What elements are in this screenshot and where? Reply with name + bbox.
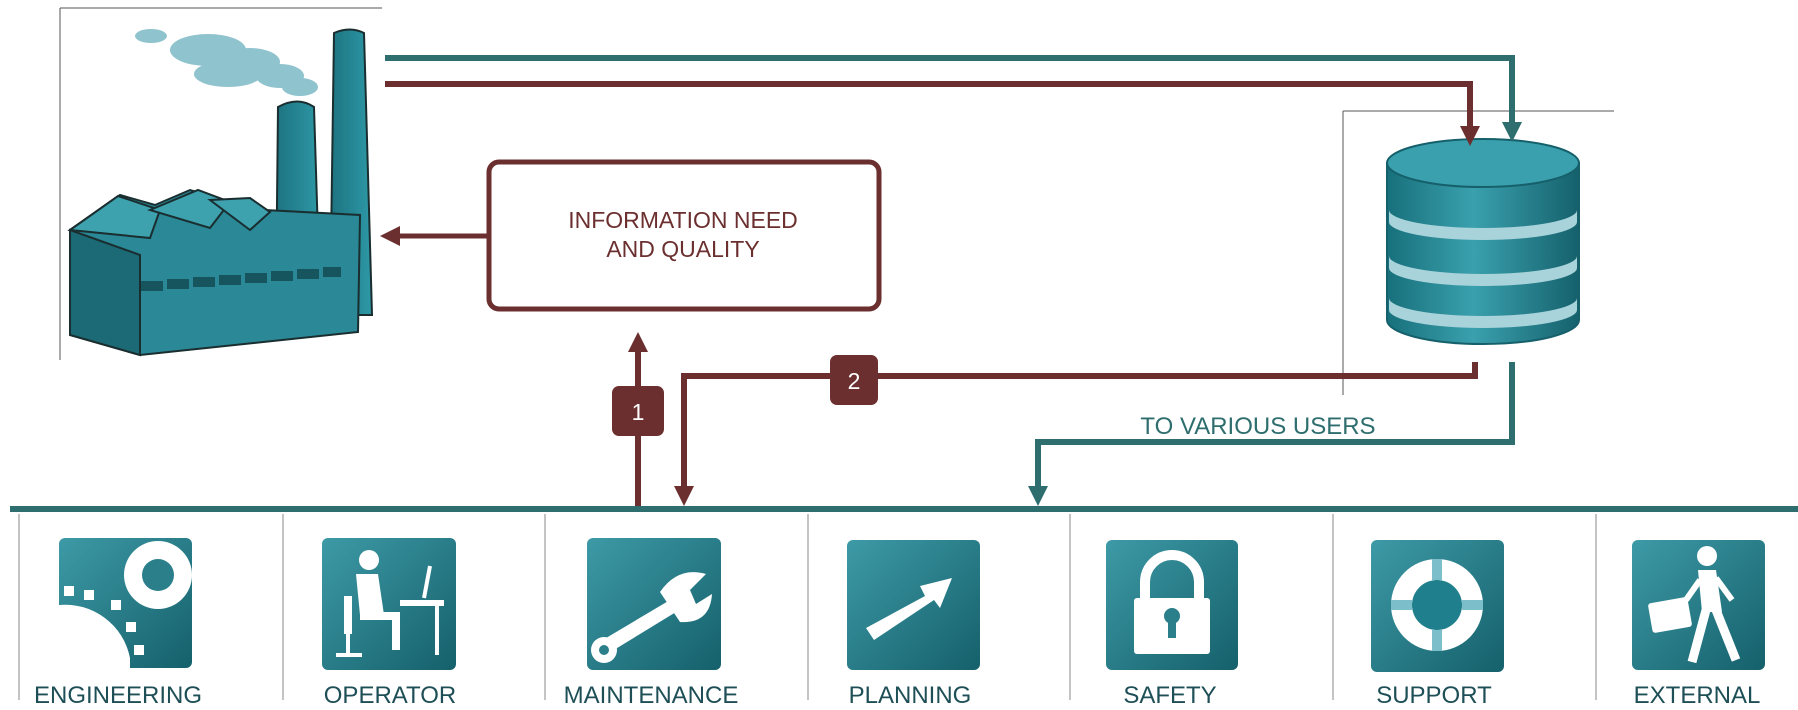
operator-at-desk-icon [336,550,444,657]
database-to-maintenance-arrow [681,362,1478,488]
department-external: EXTERNAL [1632,540,1765,709]
factory-icon [59,7,382,360]
smoke-cloud [135,29,318,96]
department-label-support: SUPPORT [1376,682,1492,709]
lifebuoy-icon [1391,559,1483,651]
department-label-external: EXTERNAL [1634,682,1761,709]
department-operator: OPERATOR [322,538,456,709]
wrench-icon [591,572,712,663]
step-badge-1-label: 1 [632,399,645,425]
department-label-planning: PLANNING [849,682,972,709]
department-support: SUPPORT [1371,540,1504,709]
department-maintenance: MAINTENANCE [564,538,739,709]
step-badge-2-label: 2 [848,368,861,394]
column-dividers [18,514,1597,700]
arrow-icon [866,578,952,640]
padlock-icon [1134,550,1210,654]
walking-person-briefcase-icon [1648,546,1741,664]
department-label-operator: OPERATOR [324,682,456,709]
department-label-safety: SAFETY [1123,682,1216,709]
department-label-maintenance: MAINTENANCE [564,682,739,709]
info-box-line-2: AND QUALITY [606,236,759,262]
step-badge-2: 2 [830,355,878,405]
department-planning: PLANNING [847,540,980,709]
to-various-users-label: TO VARIOUS USERS [1140,413,1375,440]
department-engineering: ENGINEERING [34,538,202,709]
information-need-box: INFORMATION NEED AND QUALITY [486,159,882,312]
step-badge-1: 1 [612,386,664,436]
department-label-engineering: ENGINEERING [34,682,202,709]
info-box-line-1: INFORMATION NEED [568,207,798,233]
gears-icon [59,541,192,668]
department-safety: SAFETY [1106,540,1238,709]
factory-to-database-arrows [385,55,1515,128]
operator-tile [322,538,456,670]
database-to-users-arrow [1035,362,1515,488]
database-icon [1342,110,1614,395]
